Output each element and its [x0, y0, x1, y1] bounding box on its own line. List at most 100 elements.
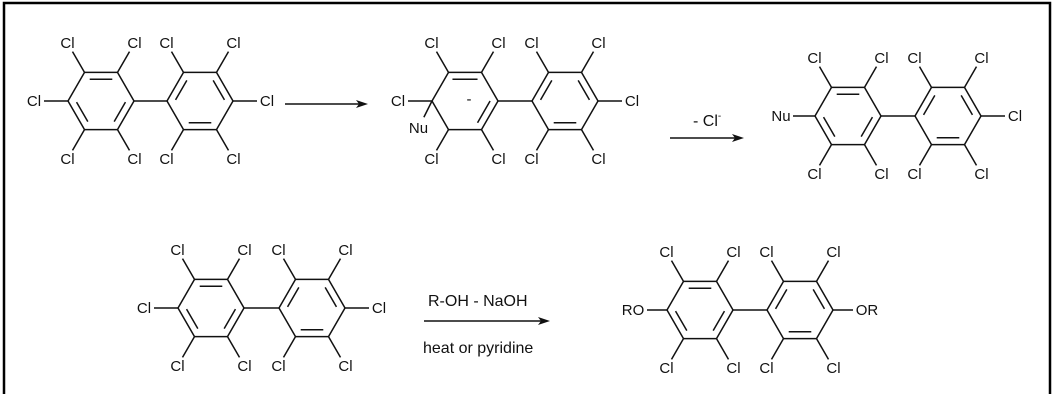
ring-bond	[914, 87, 933, 117]
substituent-bond	[327, 258, 342, 280]
substituent-bond	[918, 66, 933, 88]
substituent-bond	[963, 66, 978, 88]
ring-bond	[963, 115, 982, 145]
chlorine-label: Cl	[424, 35, 438, 52]
double-bond	[812, 288, 826, 310]
chlorine-label: Cl	[524, 35, 538, 52]
double-bond	[223, 308, 237, 330]
substituent-bond	[963, 144, 978, 166]
chlorine-label: Cl	[907, 166, 921, 183]
substituent-bond	[480, 129, 495, 151]
substituent-bond	[181, 336, 196, 358]
ring-bond	[67, 72, 86, 102]
ring-bond	[963, 87, 982, 117]
substituent-bond	[116, 129, 131, 151]
alkoxy-label: RO	[622, 302, 645, 319]
ring-bond	[116, 100, 135, 130]
ring-bond	[666, 309, 685, 339]
chlorine-label: Cl	[271, 358, 285, 375]
ring-bond	[815, 281, 834, 311]
chlorine-label: Cl	[1008, 108, 1022, 125]
ring-bond	[215, 72, 234, 102]
double-bond	[774, 288, 788, 310]
chlorine-label: Cl	[907, 50, 921, 67]
chlorine-label: Cl	[826, 244, 840, 261]
double-bond	[75, 101, 89, 123]
ring-bond	[580, 100, 599, 130]
substituent-bond	[770, 338, 785, 360]
negative-charge: -	[467, 91, 472, 108]
condition-label: heat or pyridine	[423, 340, 533, 357]
substituent-bond	[818, 66, 833, 88]
double-bond	[960, 94, 974, 116]
double-bond	[922, 94, 936, 116]
double-bond	[476, 100, 491, 124]
double-bond	[174, 79, 188, 101]
chlorine-label: Cl	[170, 358, 184, 375]
chlorine-label: Cl	[625, 93, 639, 110]
chlorine-label: Cl	[874, 166, 888, 183]
ring-bond	[814, 115, 833, 145]
chlorine-label: Cl	[27, 93, 41, 110]
arrow-head	[732, 134, 744, 142]
substituent-bond	[215, 129, 230, 151]
substituent-bond	[170, 51, 185, 73]
chlorine-label: Cl	[591, 151, 605, 168]
substituent-bond	[815, 260, 830, 282]
ring-bond	[226, 279, 245, 309]
chlorine-label: Cl	[759, 360, 773, 377]
ring-bond	[177, 307, 196, 337]
substituent-bond	[863, 66, 878, 88]
substituent-bond	[770, 260, 785, 282]
ring-bond	[278, 307, 297, 337]
chlorine-label: Cl	[726, 360, 740, 377]
chlorine-label: Cl	[974, 166, 988, 183]
substituent-bond	[670, 338, 685, 360]
nucleophile-label: Nu	[409, 120, 428, 137]
substituent-bond	[815, 338, 830, 360]
substituent-bond	[327, 336, 342, 358]
substituent-bond	[116, 51, 131, 73]
chlorine-label: Cl	[659, 360, 673, 377]
reaction-arrows	[285, 100, 744, 325]
double-bond	[577, 79, 591, 101]
chlorine-label: Cl	[159, 151, 173, 168]
double-bond	[822, 116, 836, 138]
substituent-bond	[435, 129, 450, 151]
ring-bond	[863, 115, 882, 145]
chlorine-label: Cl	[127, 35, 141, 52]
double-bond	[674, 310, 688, 332]
ring-bond	[863, 87, 882, 117]
double-bond	[324, 286, 338, 308]
elimination-label: - Cl-	[693, 111, 721, 130]
chlorine-label: Cl	[874, 50, 888, 67]
ring-bond	[715, 309, 734, 339]
substituent-bond	[181, 258, 196, 280]
ring-bond	[327, 307, 346, 337]
chlorine-label: Cl	[659, 244, 673, 261]
chlorine-label: Cl	[807, 166, 821, 183]
chlorine-label: Cl	[260, 93, 274, 110]
ring-bond	[480, 100, 499, 130]
substituent-bond	[215, 51, 230, 73]
double-bond	[539, 79, 553, 101]
ring-bond	[766, 309, 785, 339]
ring-bond	[327, 279, 346, 309]
reagent-label: R-OH - NaOH	[428, 293, 528, 310]
substituent-bond	[715, 260, 730, 282]
chlorine-label: Cl	[338, 358, 352, 375]
chlorine-label: Cl	[826, 360, 840, 377]
chlorine-label: Cl	[372, 300, 386, 317]
chlorine-label: Cl	[591, 35, 605, 52]
ring-bond	[531, 72, 550, 102]
substituent-bond	[918, 144, 933, 166]
chlorine-label: Cl	[807, 50, 821, 67]
chlorine-label: Cl	[237, 358, 251, 375]
ring-bond	[766, 281, 785, 311]
substituent-bond	[580, 129, 595, 151]
substituent-bond	[863, 144, 878, 166]
double-bond	[286, 286, 300, 308]
